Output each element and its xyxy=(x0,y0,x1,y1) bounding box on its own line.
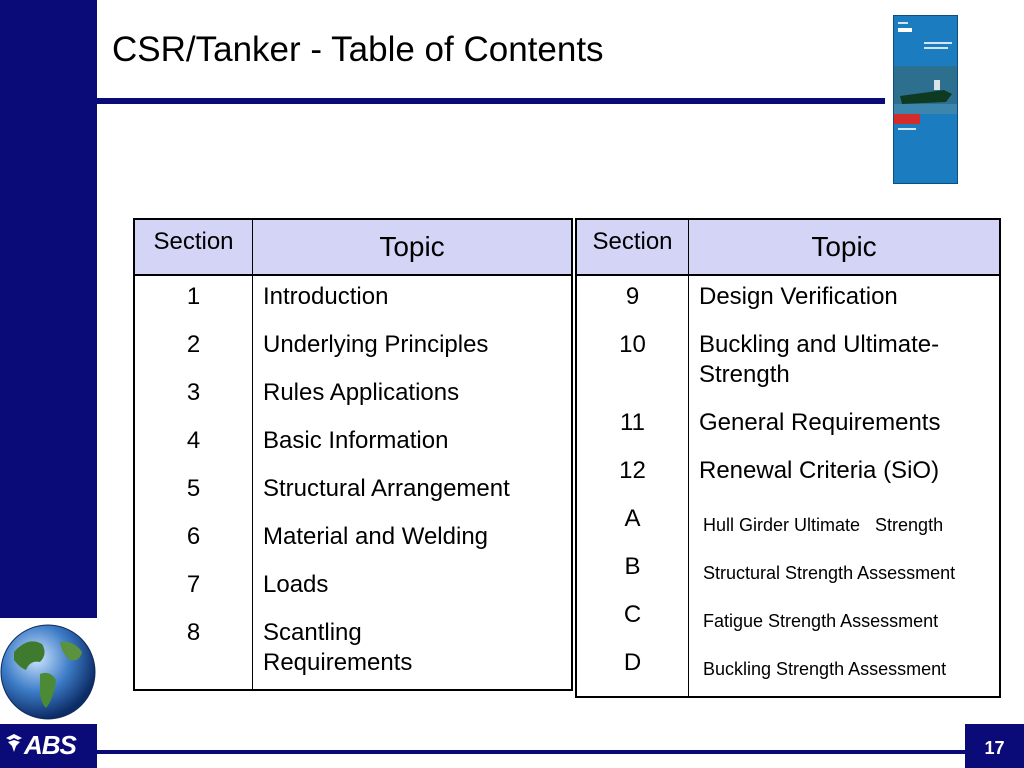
section-number: 3 xyxy=(186,379,201,406)
section-number: D xyxy=(623,649,642,676)
section-number: 9 xyxy=(625,283,640,310)
abs-eagle-icon xyxy=(6,734,22,752)
left-decor-bar xyxy=(0,0,97,618)
topic-label: Introduction xyxy=(263,283,389,310)
topic-label: Structural Arrangement xyxy=(263,475,510,502)
page-number-box: 17 xyxy=(965,724,1024,768)
topic-column: Design Verification Buckling and Ultimat… xyxy=(689,275,1001,697)
title-rule xyxy=(97,98,885,104)
section-number: A xyxy=(624,505,641,532)
section-number: 5 xyxy=(186,475,201,502)
globe-icon xyxy=(0,618,97,724)
topic-label: Renewal Criteria (SiO) xyxy=(699,457,940,484)
toc-table-left: Section Topic 1 2 3 4 5 6 7 8 Introducti… xyxy=(133,218,573,691)
page-number: 17 xyxy=(984,738,1005,758)
topic-label: Buckling and Ultimate-Strength xyxy=(699,331,940,388)
section-number: 12 xyxy=(619,457,646,484)
section-number: 1 xyxy=(186,283,201,310)
section-number: C xyxy=(623,601,642,628)
section-number: 2 xyxy=(186,331,201,358)
section-number: 6 xyxy=(186,523,201,550)
header-topic: Topic xyxy=(688,219,1000,276)
section-number: 4 xyxy=(186,427,201,454)
toc-table-right: Section Topic 9 10 11 12 A B C D Design … xyxy=(575,218,1001,698)
topic-label: Hull Girder Ultimate Strength xyxy=(703,515,944,535)
header-section: Section xyxy=(576,219,689,276)
section-number: 7 xyxy=(186,571,201,598)
topic-label: Design Verification xyxy=(699,283,898,310)
bottom-rule xyxy=(97,750,965,754)
section-number-column: 9 10 11 12 A B C D xyxy=(576,275,689,697)
topic-label: Underlying Principles xyxy=(263,331,489,358)
topic-label: Loads xyxy=(263,571,329,598)
section-number-column: 1 2 3 4 5 6 7 8 xyxy=(134,275,253,690)
header-topic: Topic xyxy=(252,219,572,276)
book-cover-image xyxy=(893,15,958,184)
topic-label: Scantling Requirements xyxy=(263,619,413,676)
header-section: Section xyxy=(134,219,253,276)
section-number: 10 xyxy=(619,331,646,358)
topic-label: Rules Applications xyxy=(263,379,460,406)
topic-label: Structural Strength Assessment xyxy=(703,563,956,583)
topic-column: Introduction Underlying Principles Rules… xyxy=(253,275,573,690)
page-title: CSR/Tanker - Table of Contents xyxy=(112,30,604,69)
section-number: 8 xyxy=(186,619,201,646)
topic-label: Buckling Strength Assessment xyxy=(703,659,947,679)
topic-label: Material and Welding xyxy=(263,523,489,550)
topic-label: Basic Information xyxy=(263,427,449,454)
section-number: 11 xyxy=(620,409,645,436)
topic-label: General Requirements xyxy=(699,409,941,436)
abs-logo-text: ABS xyxy=(24,730,77,760)
topic-label: Fatigue Strength Assessment xyxy=(703,611,939,631)
abs-logo: ABS xyxy=(0,724,97,768)
section-number: B xyxy=(624,553,641,580)
